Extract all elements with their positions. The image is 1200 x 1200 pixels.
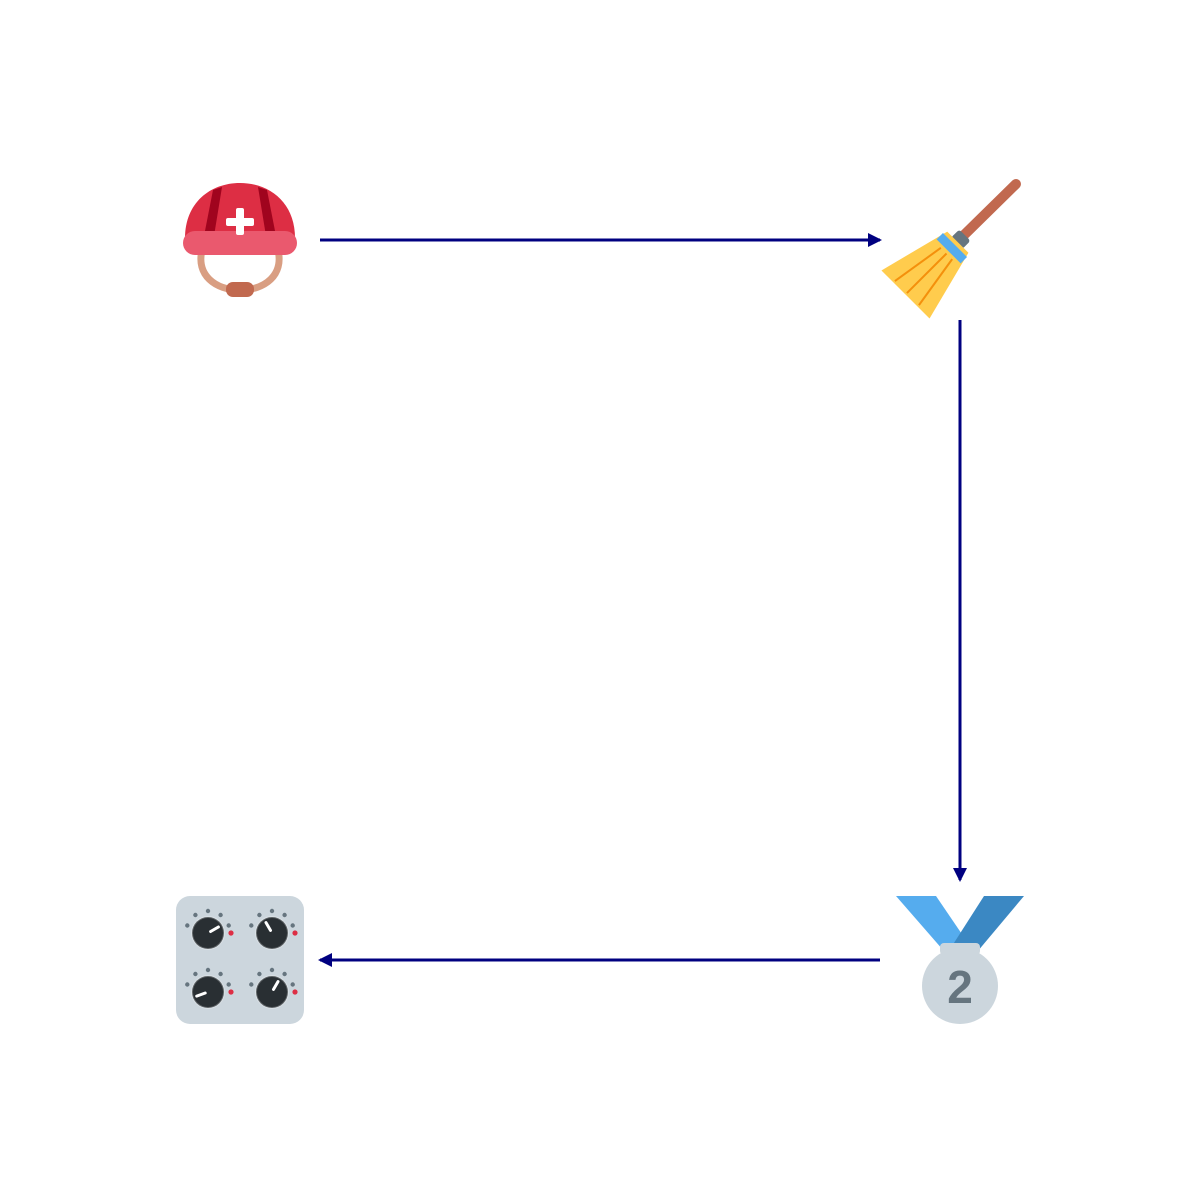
helmet-rib-right: [258, 187, 276, 236]
knob-tick-dot: [290, 982, 295, 987]
knobs-group: [185, 908, 298, 1009]
knob: [255, 975, 289, 1009]
knob-pointer: [264, 921, 272, 932]
knob-tick-dot: [257, 912, 262, 918]
knob: [191, 916, 225, 950]
helmet-rib-left: [204, 187, 222, 236]
broom-bristle-line: [906, 252, 948, 294]
helmet-brim: [183, 231, 297, 255]
broom-bristle-line: [894, 247, 942, 282]
control-knobs-icon: [176, 896, 304, 1024]
knob-tick-dot: [269, 967, 275, 973]
knob-tick-dot: [249, 982, 254, 987]
knob-tick-dot: [282, 912, 287, 918]
knob-indicator-dot: [228, 930, 234, 936]
medal-number: 2: [947, 961, 973, 1013]
broom-bristle-line: [918, 258, 953, 306]
knob-tick-dot: [218, 971, 223, 977]
knob-tick-dot: [269, 908, 275, 914]
knob-tick-dot: [185, 982, 190, 987]
knob: [255, 916, 289, 950]
helmet-cross-horizontal: [226, 218, 254, 226]
knob-pointer: [272, 980, 280, 991]
knob-tick-dot: [249, 923, 254, 928]
knob-pointer: [209, 925, 220, 933]
knob-tick-dot: [226, 923, 231, 928]
broom-ferrule: [952, 230, 970, 248]
knob-indicator-dot: [228, 989, 234, 995]
knob: [191, 975, 225, 1009]
knob-indicator-dot: [292, 989, 298, 995]
medal-ribbon-left: [896, 896, 970, 958]
knob-tick-dot: [282, 971, 287, 977]
knob-pointer: [195, 991, 207, 998]
knob-tick-dot: [226, 982, 231, 987]
helmet-buckle: [226, 282, 254, 297]
knob-tick-dot: [205, 908, 211, 914]
rescue-worker-helmet-icon: [183, 183, 297, 297]
knob-tick-dot: [290, 923, 295, 928]
medal-disc: [922, 948, 998, 1024]
broom-band: [936, 232, 968, 264]
medal-ribbon-right: [952, 896, 1024, 958]
knob-tick-dot: [193, 912, 198, 918]
knob-tick-dot: [185, 923, 190, 928]
knob-tick-dot: [257, 971, 262, 977]
broom-handle: [957, 179, 1021, 242]
second-place-medal-icon: 2: [896, 896, 1024, 1024]
knob-tick-dot: [218, 912, 223, 918]
knob-tick-dot: [205, 967, 211, 973]
broom-icon: [881, 179, 1021, 319]
knob-indicator-dot: [292, 930, 298, 936]
knob-tick-dot: [193, 971, 198, 977]
